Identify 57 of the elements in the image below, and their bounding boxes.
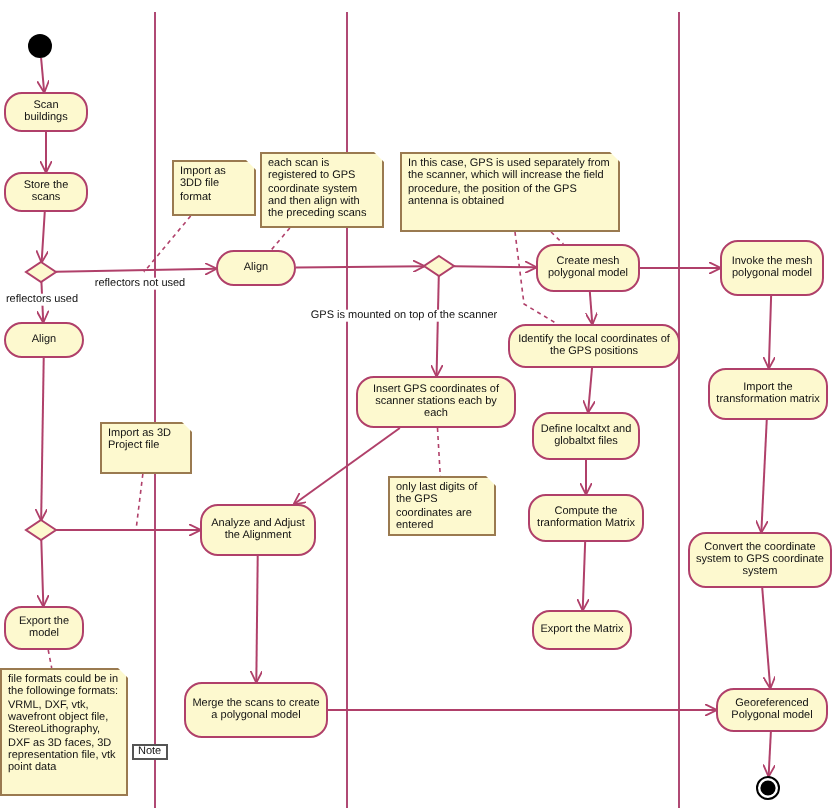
flow-arrow <box>249 555 264 684</box>
note-link <box>135 473 144 531</box>
activity-box <box>688 532 832 588</box>
flow-arrow <box>36 539 50 608</box>
flow-arrow <box>582 367 596 414</box>
note <box>400 152 620 232</box>
flow-arrow <box>762 295 777 370</box>
flow-arrow <box>55 523 202 537</box>
activity-box <box>716 688 828 732</box>
decision-diamond <box>26 262 56 282</box>
activity-box <box>528 494 644 542</box>
note <box>388 476 496 536</box>
flow-arrow <box>39 131 53 174</box>
decision-diamond <box>424 256 454 276</box>
activity-box <box>356 376 516 428</box>
activity-box <box>184 682 328 738</box>
note-link <box>550 231 565 245</box>
flow-arrow <box>36 57 51 94</box>
flow-arrow <box>327 703 718 717</box>
flow-arrow <box>35 211 50 264</box>
flow-arrow <box>579 459 593 496</box>
activity-box <box>532 610 632 650</box>
initial-node <box>28 34 52 58</box>
flow-arrow <box>639 261 722 275</box>
flow-arrow <box>761 587 777 690</box>
activity-box <box>4 606 84 650</box>
note <box>100 422 192 474</box>
flow-arrow <box>55 262 218 276</box>
final-node <box>756 776 780 800</box>
flow-arrow <box>295 259 426 274</box>
activity-box <box>720 240 824 296</box>
flow-arrow <box>292 427 401 506</box>
activity-box <box>532 412 640 460</box>
flow-arrow <box>576 541 590 612</box>
note-link <box>270 227 291 251</box>
flow-arrow <box>584 291 599 326</box>
note <box>0 668 128 796</box>
activity-box <box>4 92 88 132</box>
note-link <box>47 649 53 669</box>
note <box>260 152 384 228</box>
flow-arrow <box>762 731 777 778</box>
activity-box <box>200 504 316 556</box>
flow-arrow <box>429 275 444 378</box>
activity-box <box>508 324 680 368</box>
activity-box <box>4 172 88 212</box>
decision-diamond <box>26 520 56 540</box>
flow-arrow <box>755 419 769 534</box>
flow-arrow <box>34 357 49 522</box>
note-link <box>514 231 559 325</box>
note-link <box>143 215 192 273</box>
activity-box <box>536 244 640 292</box>
flow-arrow <box>453 260 538 275</box>
activity-box <box>708 368 828 420</box>
note-link <box>436 427 442 477</box>
note <box>172 160 256 216</box>
activity-box <box>4 322 84 358</box>
activity-box <box>216 250 296 286</box>
